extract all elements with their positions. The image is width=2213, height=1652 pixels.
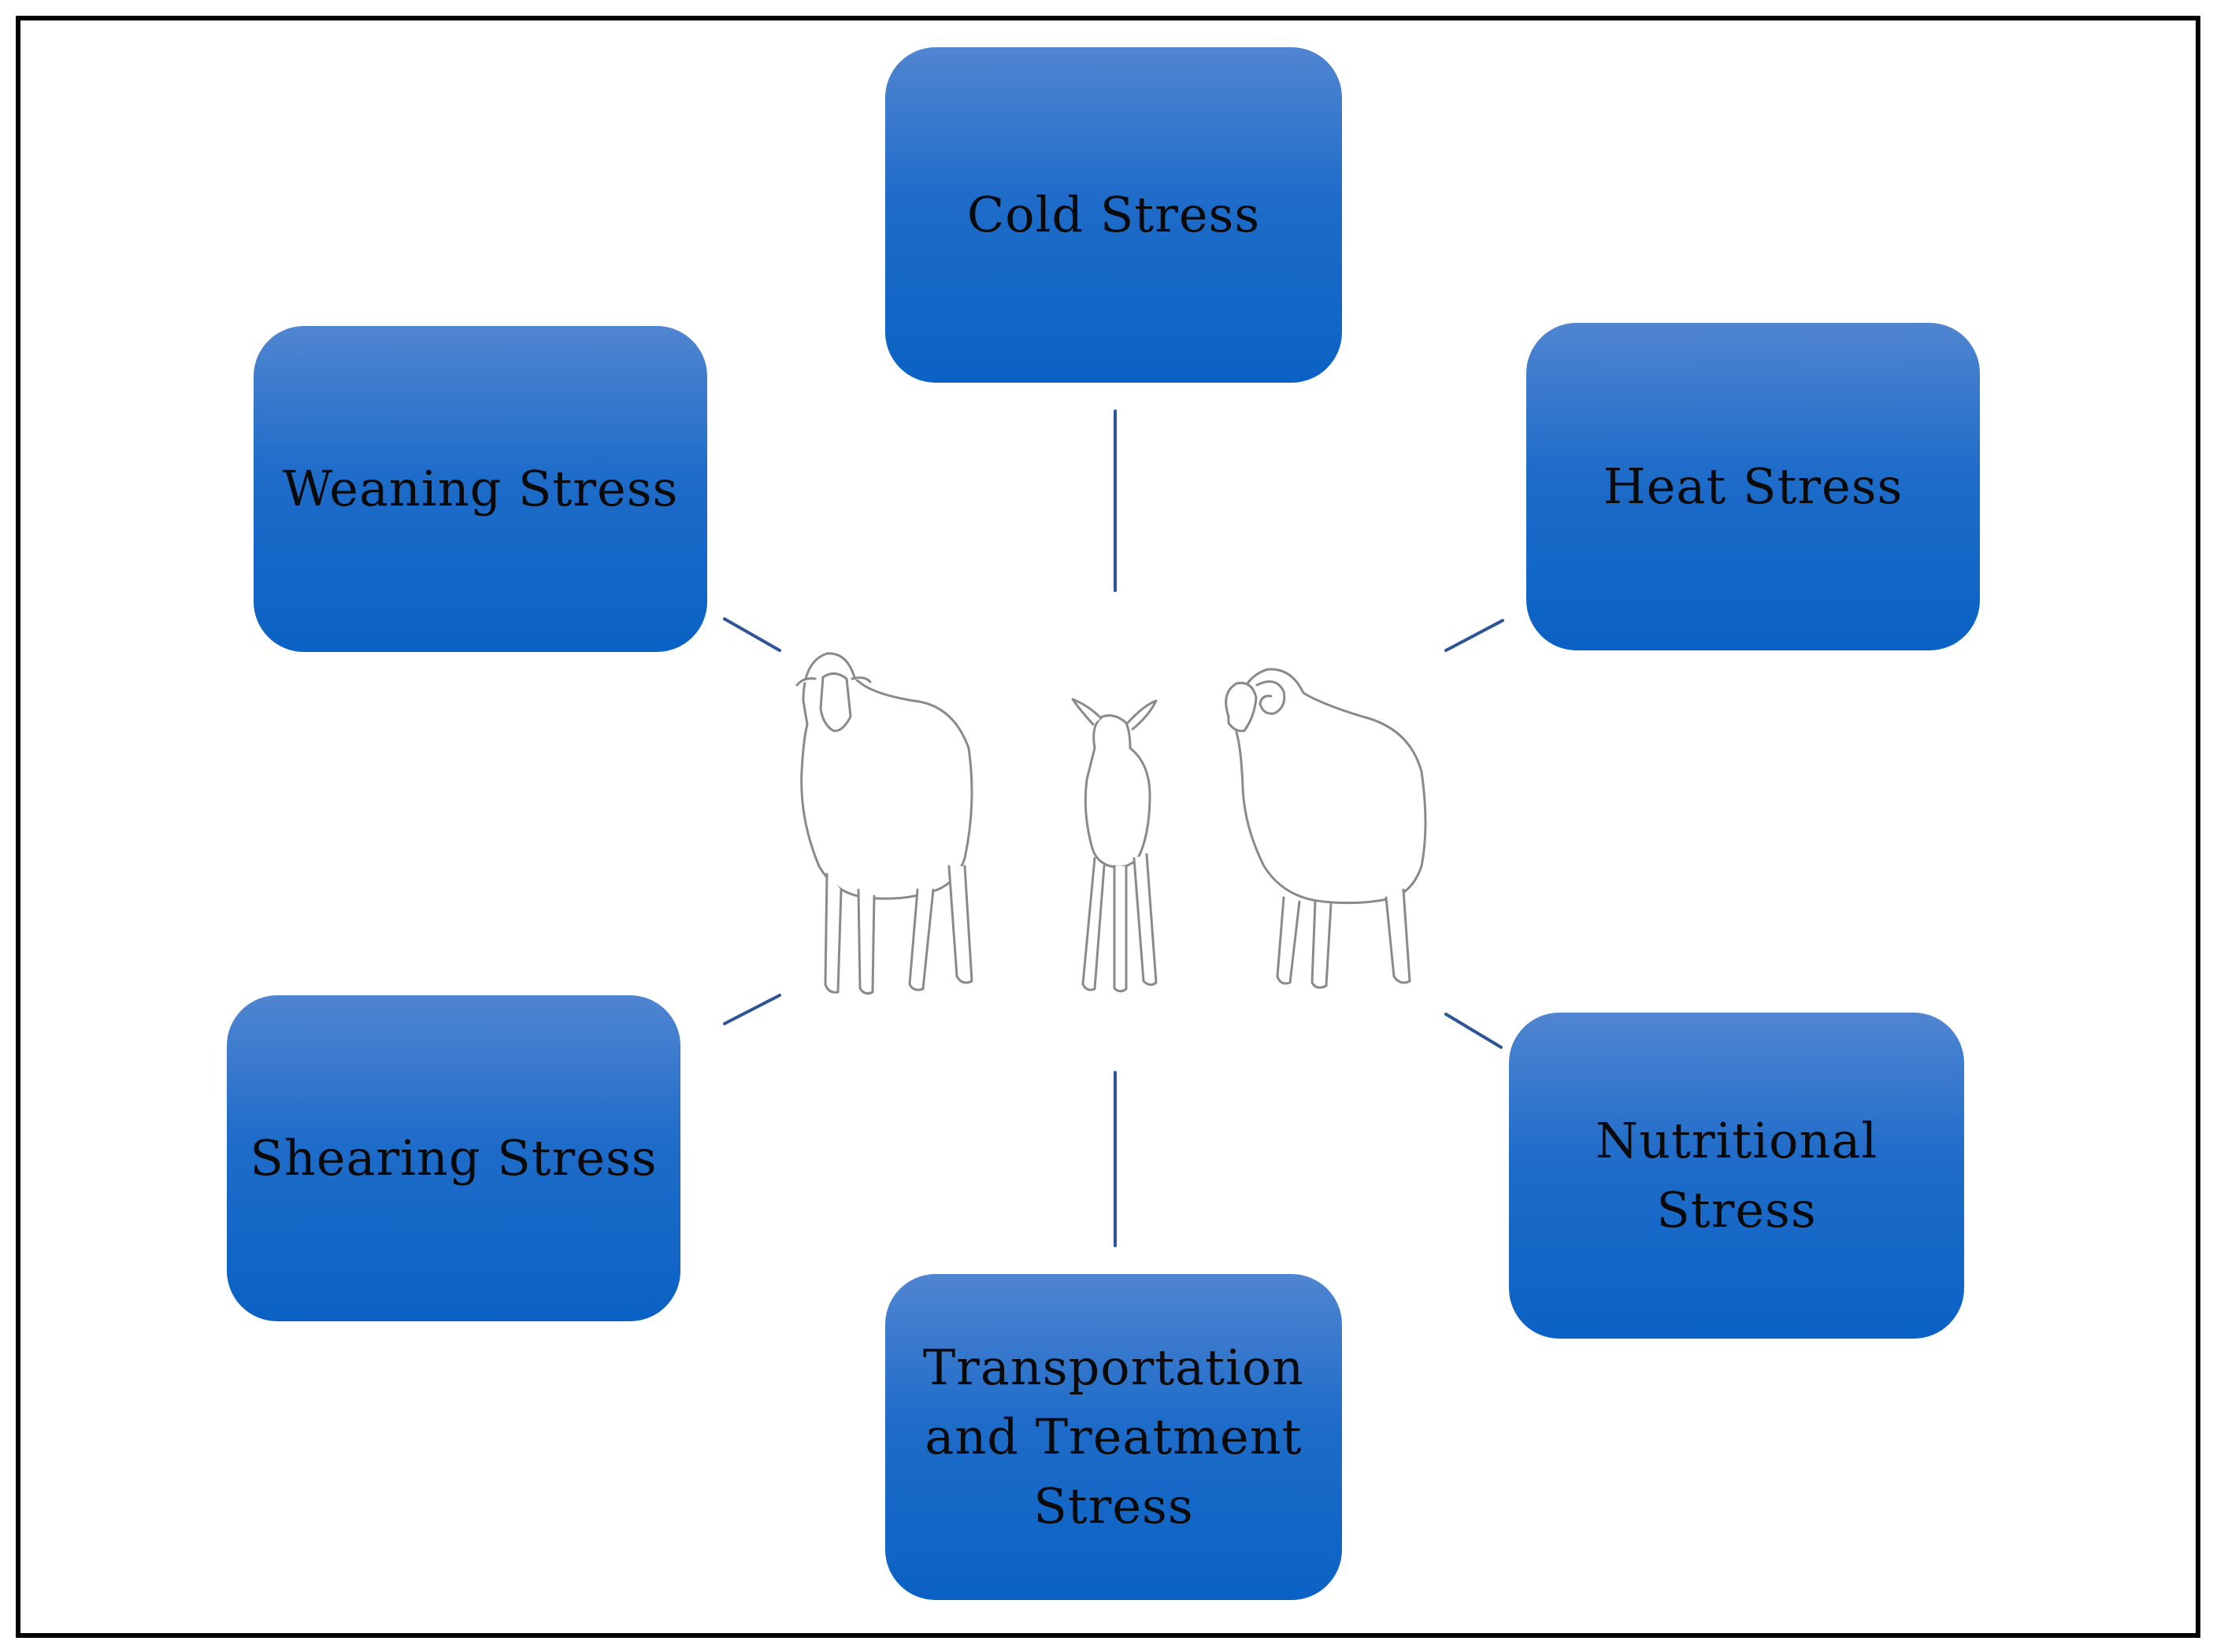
sheep-family-illustration <box>795 652 1427 995</box>
lamb-icon <box>1071 698 1158 993</box>
ewe-icon <box>795 652 973 995</box>
edge-center-weaning <box>723 617 781 652</box>
edge-center-nutritional <box>1444 1013 1503 1049</box>
node-nutritional-stress: Nutritional Stress <box>1509 1013 1964 1339</box>
edge-center-shearing <box>723 994 781 1025</box>
node-weaning-stress: Weaning Stress <box>254 326 707 652</box>
node-heat-stress: Heat Stress <box>1526 323 1980 650</box>
edge-center-heat <box>1444 619 1504 652</box>
ram-icon <box>1225 668 1427 989</box>
node-transportation-stress: Transportation and Treatment Stress <box>885 1274 1342 1600</box>
node-label-nutritional: Nutritional Stress <box>1595 1111 1878 1239</box>
node-label-weaning: Weaning Stress <box>282 459 679 517</box>
node-cold-stress: Cold Stress <box>885 47 1342 383</box>
node-shearing-stress: Shearing Stress <box>227 995 680 1321</box>
node-label-shearing: Shearing Stress <box>250 1128 658 1187</box>
node-label-transport: Transportation and Treatment Stress <box>922 1338 1305 1535</box>
node-label-cold: Cold Stress <box>966 185 1261 243</box>
node-label-heat: Heat Stress <box>1603 457 1903 515</box>
